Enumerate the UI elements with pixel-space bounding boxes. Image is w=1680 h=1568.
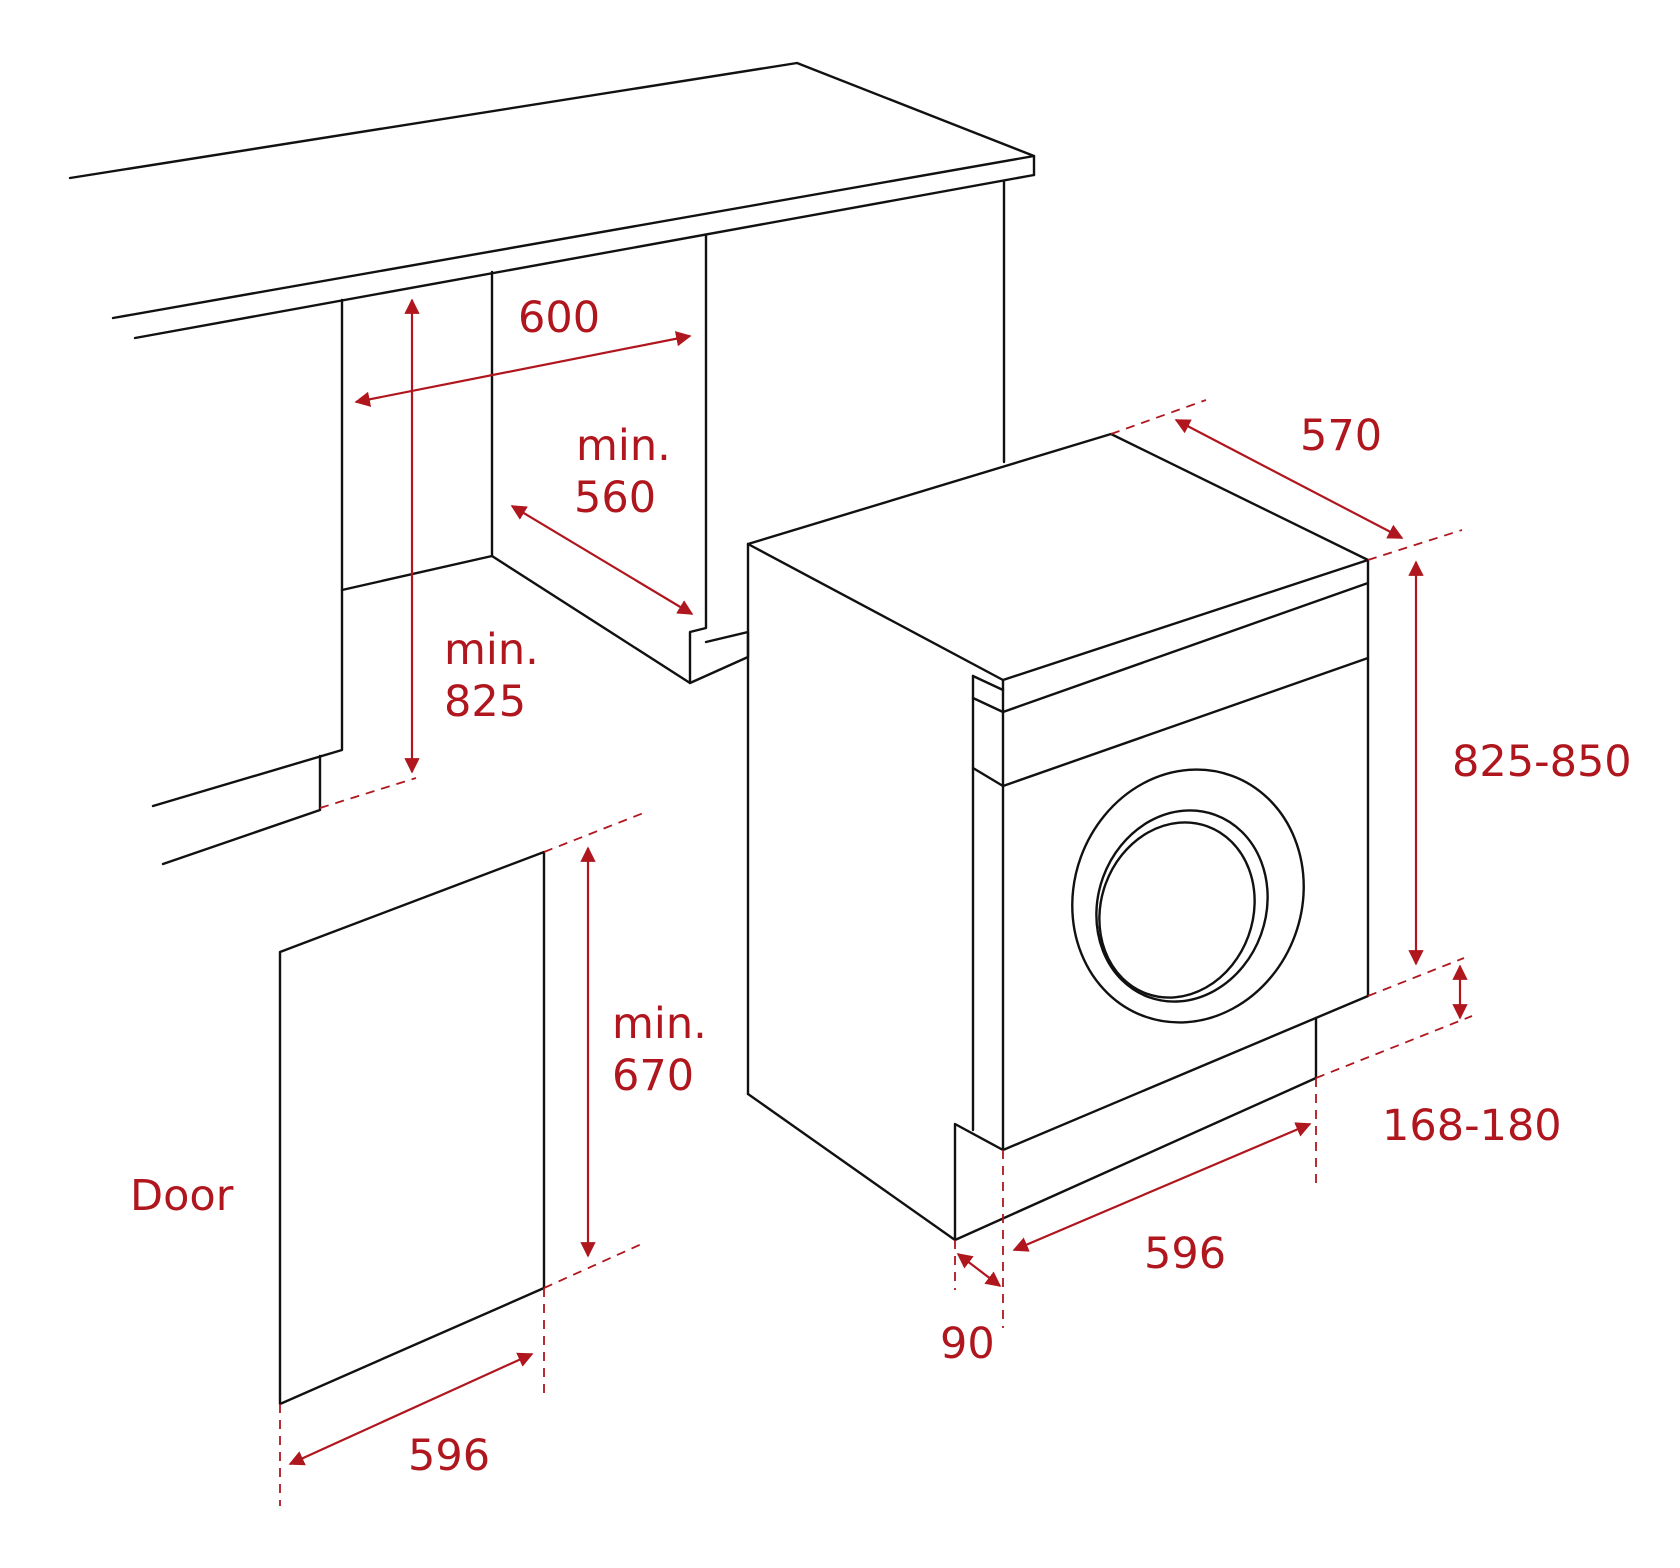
plinth-extension xyxy=(1315,1015,1473,1079)
door-outline xyxy=(278,850,546,1406)
worktop-lower-edge xyxy=(133,173,1036,340)
door-height-prefix: min. xyxy=(612,999,707,1049)
niche-depth-prefix: min. xyxy=(576,421,671,471)
niche-floor-edge xyxy=(688,630,750,685)
appliance-width-arrow xyxy=(1012,1122,1312,1252)
door-panel xyxy=(278,850,546,1406)
control-panel-bottom xyxy=(1001,581,1370,788)
worktop-top-edge xyxy=(68,61,1036,180)
porthole-inner-ring xyxy=(1095,809,1269,1003)
niche-width-arrow xyxy=(354,331,692,407)
niche-width-label: 600 xyxy=(518,293,600,343)
machine-lid-side xyxy=(971,674,1005,692)
niche-height-label: 825 xyxy=(444,677,526,727)
niche-left-wall xyxy=(151,298,344,808)
door-width-arrow xyxy=(288,1352,534,1466)
height-extension-bottom xyxy=(1367,957,1465,997)
door-height-extension-top xyxy=(543,811,647,853)
appliance-depth-label: 570 xyxy=(1300,411,1382,461)
machine-lid-front xyxy=(1001,558,1370,714)
appliance-depth-arrow xyxy=(1174,419,1404,539)
kitchen-cabinet xyxy=(68,61,1036,866)
door-title: Door xyxy=(130,1171,234,1221)
door-offset-arrow xyxy=(956,1253,1002,1287)
appliance-width-label: 596 xyxy=(1144,1229,1226,1279)
control-panel-top xyxy=(971,696,1005,714)
depth-extension-front xyxy=(1367,529,1463,561)
worktop-front-edge xyxy=(111,154,1036,320)
niche-right-wall xyxy=(490,234,708,685)
depth-extension-back xyxy=(1110,399,1207,435)
porthole-outer-ring xyxy=(1071,768,1305,1024)
front-right-edge xyxy=(1001,656,1370,1152)
porthole-glass xyxy=(1098,821,1256,999)
washing-machine xyxy=(746,432,1370,1242)
dimension-lines xyxy=(279,298,1473,1506)
door-height-label: 670 xyxy=(612,1051,694,1101)
niche-depth-label: 560 xyxy=(574,473,656,523)
niche-height-prefix: min. xyxy=(444,625,539,675)
panel-side-slot xyxy=(971,766,1005,788)
dimension-labels: 600 min. 560 min. 825 570 825-850 168-18… xyxy=(130,293,1632,1481)
appliance-height-label: 825-850 xyxy=(1452,737,1632,787)
machine-side-bottom xyxy=(746,1092,957,1242)
left-plinth xyxy=(161,754,322,866)
niche-height-extension xyxy=(319,777,417,809)
niche-depth-arrow xyxy=(510,505,694,615)
door-width-label: 596 xyxy=(408,1431,490,1481)
door-height-extension-bottom xyxy=(543,1241,647,1289)
plinth-height-label: 168-180 xyxy=(1382,1101,1562,1151)
plinth-front xyxy=(953,1016,1318,1242)
niche-back-wall xyxy=(340,270,494,592)
door-offset-label: 90 xyxy=(940,1319,995,1369)
